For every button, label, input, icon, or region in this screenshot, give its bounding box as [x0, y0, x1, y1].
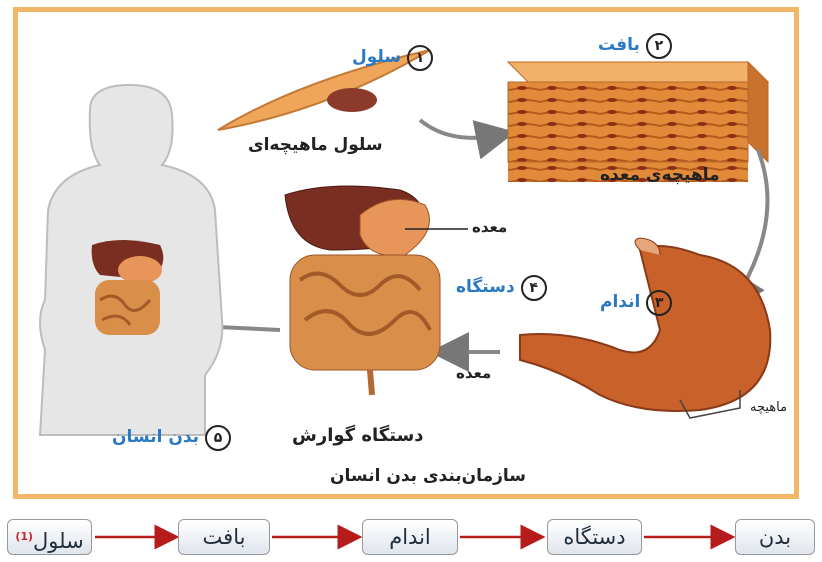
cell-caption: سلول ماهیچه‌ای	[248, 135, 383, 155]
cell-label-text: سلول	[352, 47, 401, 67]
muscle-tissue-block	[508, 62, 768, 182]
number-badge-organ: ٣	[646, 290, 672, 316]
number-badge-system: ۴	[521, 275, 547, 301]
organ-label-text: اندام	[600, 292, 640, 312]
organ-label: ٣ اندام	[600, 290, 672, 316]
system-caption: دستگاه گوارش	[292, 425, 424, 446]
body-label-text: بدن انسان	[112, 427, 199, 447]
number-badge-body: ۵	[205, 425, 231, 451]
body-label: ۵ بدن انسان	[112, 425, 231, 451]
tissue-label: ٢ بافت	[598, 33, 672, 59]
tissue-label-text: بافت	[598, 35, 640, 55]
number-badge-tissue: ٢	[646, 33, 672, 59]
flow-box-tissue: بافت	[178, 519, 270, 555]
system-label: ۴ دستگاه	[456, 275, 547, 301]
stomach-organ	[520, 238, 770, 418]
cell-nucleus	[327, 88, 377, 112]
diagram-title: سازمان‌بندی بدن انسان	[330, 466, 526, 486]
digestive-system	[285, 186, 440, 395]
tissue-caption: ماهیچه‌ی معده	[600, 165, 720, 185]
system-stomach-caption: معده	[472, 218, 507, 236]
number-badge-cell: ١	[407, 45, 433, 71]
flow-box-organ: اندام	[362, 519, 458, 555]
flow-cell-text: سلول	[33, 529, 84, 553]
flow-box-body: بدن	[735, 519, 815, 555]
flow-box-system: دستگاه	[547, 519, 642, 555]
cell-label: ١ سلول	[352, 45, 433, 71]
system-label-text: دستگاه	[456, 277, 515, 297]
flow-box-cell: سلول(1)	[7, 519, 92, 555]
organ-muscle-caption: ماهیچه	[750, 400, 787, 415]
flow-footnote: (1)	[15, 530, 33, 543]
human-body	[40, 85, 222, 435]
organ-arrow-caption: معده	[456, 364, 491, 382]
